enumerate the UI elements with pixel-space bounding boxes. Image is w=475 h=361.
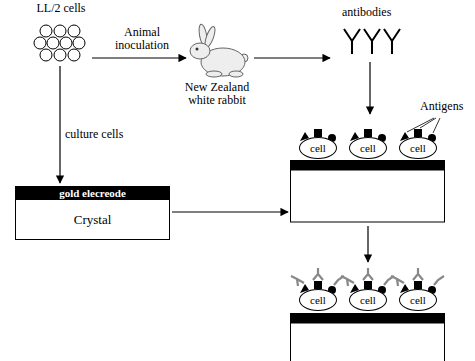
antibody-symbol — [391, 276, 404, 286]
arrow — [367, 226, 368, 262]
antibody-symbol — [291, 276, 304, 286]
cell-oval: cell — [349, 137, 387, 159]
cell-oval: cell — [349, 289, 387, 311]
bound-antibodies — [291, 268, 444, 286]
cell-cluster — [34, 25, 85, 61]
crystal-box: Crystal — [15, 199, 170, 240]
cell-oval: cell — [399, 289, 437, 311]
arrow — [59, 66, 60, 183]
node-text: cell — [360, 142, 376, 154]
cell-circle — [47, 37, 59, 49]
cell-circle — [40, 25, 52, 37]
cell-circle — [40, 49, 52, 61]
node-text: cell — [410, 142, 426, 154]
cell-circle — [54, 49, 66, 61]
cell-line-label: LL/2 cells — [28, 2, 94, 15]
antibody-symbol — [413, 268, 423, 280]
leader-line — [420, 118, 436, 128]
cell-circle — [60, 37, 72, 49]
antigen-square — [414, 129, 422, 137]
arrow — [92, 57, 186, 58]
animal-label: New Zealand white rabbit — [172, 81, 262, 107]
antigen-square — [314, 281, 322, 289]
antibody-symbol — [313, 268, 323, 280]
cell-oval: cell — [399, 137, 437, 159]
node-text: cell — [410, 294, 426, 306]
gold-electrode-bar — [290, 313, 445, 323]
arrow — [254, 57, 330, 58]
antigen-square — [414, 281, 422, 289]
node-text: cell — [360, 294, 376, 306]
node-text: cell — [310, 142, 326, 154]
rabbit-head — [190, 43, 210, 59]
gold-electrode-bar — [290, 160, 445, 170]
cell-oval: cell — [299, 137, 337, 159]
leader-lines — [407, 118, 440, 133]
cell-circle — [68, 49, 80, 61]
node-text: gold elecreode — [59, 187, 126, 199]
step-label: Animal inoculation — [104, 26, 180, 52]
rabbit-leg — [229, 71, 243, 77]
antibody-symbol — [341, 276, 354, 286]
rabbit-figure — [190, 24, 248, 77]
cell-circle — [54, 25, 66, 37]
cell-oval: cell — [299, 289, 337, 311]
cell-circle — [73, 37, 85, 49]
antibody-symbol — [364, 29, 380, 54]
leader-line — [407, 118, 434, 132]
crystal-box — [291, 170, 445, 222]
step-label: culture cells — [65, 128, 145, 141]
gold-electrode: gold elecreode — [15, 186, 170, 199]
antibody-symbol — [434, 276, 444, 285]
rabbit-leg — [206, 71, 222, 77]
antibody-symbol — [384, 29, 400, 54]
node-text: cell — [310, 294, 326, 306]
antigen-square — [364, 129, 372, 137]
antigen-label: Antigens — [420, 100, 472, 113]
antibody-symbol — [363, 268, 373, 280]
node-text: Crystal — [74, 212, 112, 228]
arrow — [172, 211, 288, 212]
leader-line — [433, 118, 440, 133]
crystal-box — [291, 323, 445, 361]
antigen-square — [314, 129, 322, 137]
antibody-label: antibodies — [342, 6, 412, 19]
antigen-square — [364, 281, 372, 289]
antibody-symbol — [344, 29, 360, 54]
cell-circle — [34, 37, 46, 49]
arrow — [369, 62, 370, 114]
rabbit-eye — [196, 48, 199, 51]
cell-circle — [68, 25, 80, 37]
antibody-group — [344, 29, 400, 54]
